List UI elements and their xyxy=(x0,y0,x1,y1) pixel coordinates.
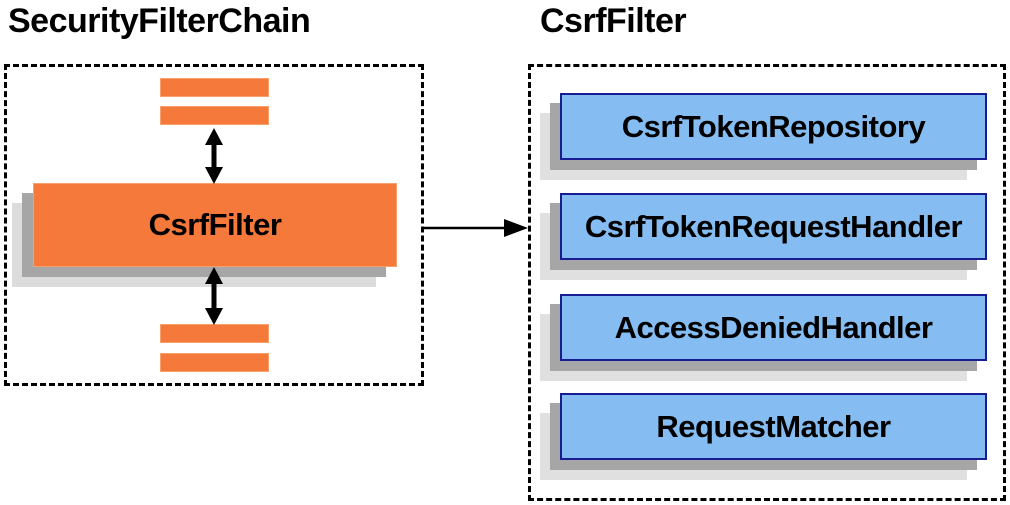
right-panel-title: CsrfFilter xyxy=(540,2,687,40)
component-box-request-matcher: RequestMatcher xyxy=(560,393,987,460)
csrf-filter-container xyxy=(528,64,1006,501)
security-filter-chain-container xyxy=(4,64,424,386)
component-label: CsrfTokenRequestHandler xyxy=(584,208,963,244)
component-label: AccessDeniedHandler xyxy=(614,309,933,345)
component-label: CsrfTokenRepository xyxy=(621,108,926,144)
filter-stub-bar-top-2 xyxy=(160,106,269,125)
filter-stub-bar-bottom-1 xyxy=(160,324,269,343)
csrf-filter-box: CsrfFilter xyxy=(33,183,397,267)
csrf-filter-box-label: CsrfFilter xyxy=(148,207,282,242)
component-box-csrf-token-request-handler: CsrfTokenRequestHandler xyxy=(560,193,987,260)
filter-stub-bar-bottom-2 xyxy=(160,353,269,372)
flow-arrow-icon xyxy=(424,219,528,237)
left-panel-title: SecurityFilterChain xyxy=(8,2,311,40)
filter-stub-bar-top-1 xyxy=(160,78,269,97)
component-label: RequestMatcher xyxy=(656,408,891,444)
component-box-access-denied-handler: AccessDeniedHandler xyxy=(560,294,987,361)
component-box-csrf-token-repository: CsrfTokenRepository xyxy=(560,93,987,160)
